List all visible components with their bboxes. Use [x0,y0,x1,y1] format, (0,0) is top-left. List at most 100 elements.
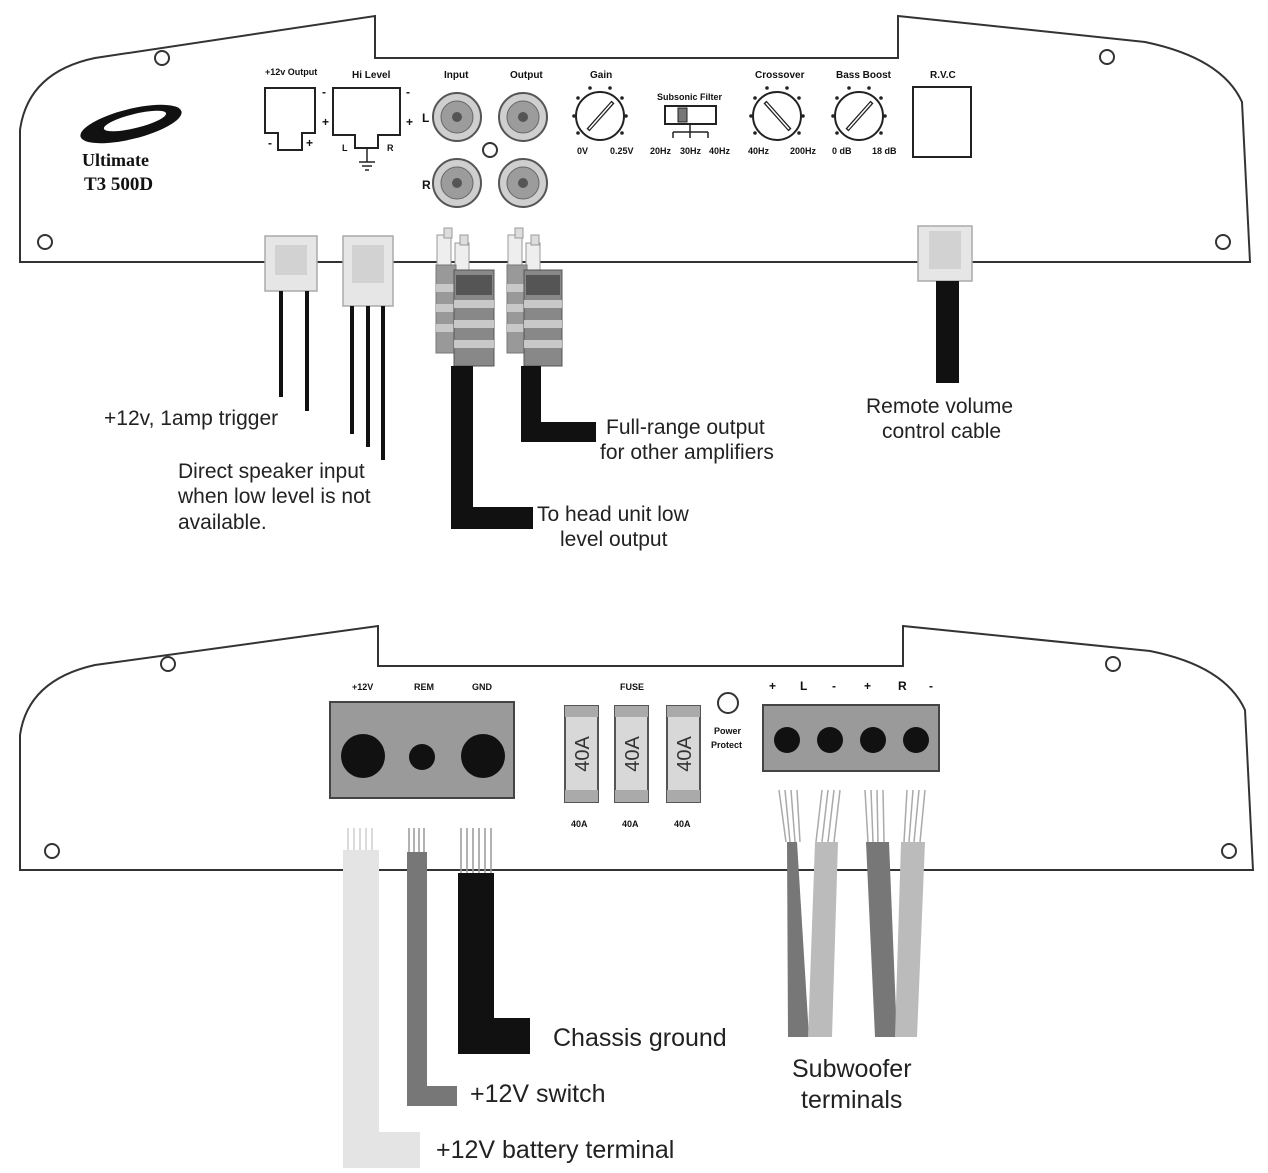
label-fuse: FUSE [620,682,644,692]
bass-boost-min: 0 dB [832,146,852,156]
fuse-3: 40A [666,705,701,803]
speaker-mark-5: R [898,679,907,693]
callout-full-range-2: for other amplifiers [600,441,774,464]
callout-12v-switch: +12V switch [470,1080,606,1108]
rca-output-r-jack [498,158,548,208]
gain-knob [575,91,625,141]
gain-min: 0V [577,146,588,156]
gnd-terminal [461,734,505,778]
brand-logo: Ultimate T3 500D [80,104,182,195]
callout-trigger: +12v, 1amp trigger [104,407,278,430]
gain-dial-ticks [572,86,628,135]
rvc-port [912,86,972,158]
label-gnd: GND [472,682,493,692]
mount-hole [154,50,170,66]
callout-subwoofer-1: Subwoofer [792,1055,912,1083]
top-amplifier: Ultimate T3 500D +12v Output - + Hi Leve… [19,14,1252,263]
plus12v-terminal [341,734,385,778]
label-rem: REM [414,682,434,692]
power-protect-label-1: Power [714,726,742,736]
power-protect-led [717,692,739,714]
subwoofer-wire [808,789,841,1037]
speaker-terminal [860,727,886,753]
label-gain: Gain [590,70,612,81]
subsonic-30hz: 30Hz [680,146,702,156]
trigger-plug [264,235,318,411]
speaker-mark-2: L [800,679,807,693]
rca-input-l-jack [432,92,482,142]
gain-max: 0.25V [610,146,634,156]
hi-level-minus-right: - [406,85,410,99]
callout-chassis-ground: Chassis ground [553,1024,727,1052]
label-plus12v: +12V [352,682,373,692]
mount-hole [44,843,60,859]
subsonic-40hz: 40Hz [709,146,731,156]
fuse-2-label: 40A [622,819,639,829]
trigger-minus: - [268,136,272,150]
trigger-plus: + [306,136,313,150]
bass-boost-max: 18 dB [872,146,897,156]
hi-level-plus-right: + [406,115,413,129]
rca-r-label: R [422,178,431,192]
subwoofer-wires [778,789,926,1037]
hi-level-plus-left: + [322,115,329,129]
battery-wire [343,828,420,1168]
speaker-mark-1: + [769,679,776,693]
speaker-input-plug [342,235,394,460]
subwoofer-wire [864,789,897,1037]
callout-head-unit-1: To head unit low [537,503,690,526]
callout-full-range-1: Full-range output [606,416,765,439]
crossover-max: 200Hz [790,146,817,156]
label-bass-boost: Bass Boost [836,70,892,81]
bottom-amplifier: +12V REM GND FUSE 40A 40A 40A 40A 40A 4 [19,624,1255,871]
brand-line1: Ultimate [82,150,149,170]
fuse-1-rating: 40A [572,736,594,772]
label-hi-level: Hi Level [352,70,391,81]
callout-subwoofer-2: terminals [801,1086,902,1114]
fuse-1-label: 40A [571,819,588,829]
mount-hole [1105,656,1121,672]
speaker-mark-3: - [832,679,836,693]
mount-hole [1221,843,1237,859]
callout-speaker-input-3: available. [178,511,267,534]
label-crossover: Crossover [755,70,805,81]
callout-head-unit-2: level output [560,528,668,551]
crossover-min: 40Hz [748,146,770,156]
rca-l-label: L [422,111,429,125]
speaker-terminal [903,727,929,753]
label-trigger-output: +12v Output [265,67,317,77]
switch-wire [407,828,457,1106]
speaker-mark-6: - [929,679,933,693]
label-rvc: R.V.C [930,70,956,81]
label-subsonic-filter: Subsonic Filter [657,92,723,102]
hi-level-minus-left: - [322,85,326,99]
subsonic-filter-switch [664,105,717,138]
fuse-3-label: 40A [674,819,691,829]
callout-remote-1: Remote volume [866,395,1013,418]
hi-level-l: L [342,143,348,153]
brand-line2: T3 500D [84,174,153,195]
callout-speaker-input-1: Direct speaker input [178,460,365,483]
rca-cable-full-range [506,227,596,442]
callout-12v-battery: +12V battery terminal [436,1136,674,1164]
rca-cable-to-head-unit [435,227,533,529]
rvc-plug [917,225,973,383]
fuse-1: 40A [564,705,599,803]
subwoofer-wire [895,789,926,1037]
rca-output-l-jack [498,92,548,142]
ground-wire [458,828,530,1054]
power-protect-label-2: Protect [711,740,742,750]
crossover-dial-ticks [749,86,805,135]
crossover-knob [752,91,802,141]
hi-level-r: R [387,143,394,153]
bass-boost-dial-ticks [831,86,887,135]
mount-hole [160,656,176,672]
led-indicator [482,142,498,158]
fuse-2-rating: 40A [622,736,644,772]
speaker-terminal [774,727,800,753]
top-amp-body [19,14,1252,263]
rem-terminal [409,744,435,770]
subsonic-20hz: 20Hz [650,146,672,156]
label-output: Output [510,70,543,81]
